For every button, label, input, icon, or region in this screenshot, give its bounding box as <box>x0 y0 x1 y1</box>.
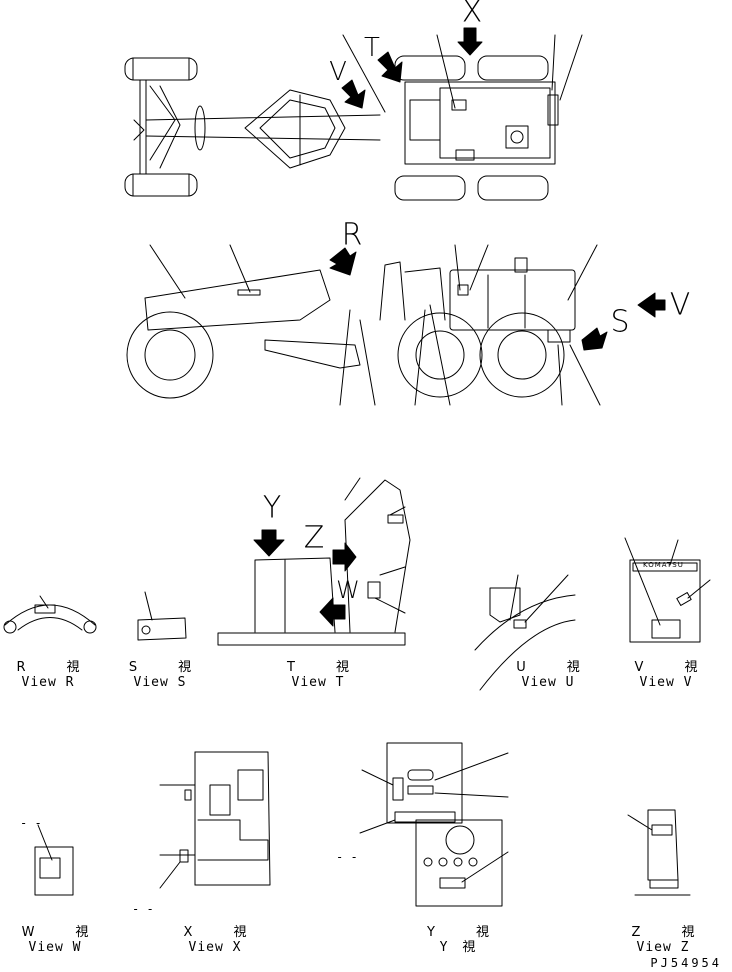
callout-t: T <box>364 33 380 63</box>
view-t-drawing <box>217 477 411 646</box>
view-y-caption: Y 視 Y 視 <box>413 925 503 955</box>
view-r-drawing <box>3 595 97 634</box>
view-t-en: View T <box>291 675 345 690</box>
view-r-jp: R 視 <box>16 660 94 675</box>
view-t-caption: T 視 View T <box>273 660 363 690</box>
view-u-drawing <box>474 574 576 691</box>
view-v-en: View V <box>639 675 693 690</box>
callout-w: W <box>336 576 360 604</box>
callout-r: R <box>341 217 363 253</box>
callout-v-side: V <box>669 287 691 323</box>
callout-x: X <box>461 0 483 30</box>
dash-mark: - - <box>20 816 42 830</box>
view-y-en: Y 視 <box>439 940 477 955</box>
view-r-caption: R 視 View R <box>2 660 93 690</box>
view-z-en: View Z <box>636 940 690 955</box>
view-w-caption: W 視 View W <box>8 925 103 955</box>
view-t-jp: T 視 <box>287 660 363 675</box>
view-z-jp: Z 視 <box>631 925 709 940</box>
view-x-drawing <box>159 751 271 889</box>
brand-text: KOMATSU <box>643 561 684 569</box>
dash-mark: - - <box>132 902 154 916</box>
view-u-jp: U 視 <box>516 660 594 675</box>
view-u-caption: U 視 View U <box>502 660 594 690</box>
callout-y: Y <box>262 490 282 526</box>
view-w-drawing <box>34 824 74 896</box>
view-r-en: View R <box>21 675 75 690</box>
view-x-en: View X <box>188 940 242 955</box>
view-x-caption: X 視 View X <box>170 925 261 955</box>
view-w-en: View W <box>28 940 82 955</box>
view-u-en: View U <box>521 675 575 690</box>
part-number: PJ54954 <box>650 956 722 970</box>
view-s-drawing <box>137 591 187 641</box>
dash-mark: - - <box>336 850 358 864</box>
view-v-jp: V 視 <box>634 660 712 675</box>
view-x-jp: X 視 <box>183 925 261 940</box>
view-s-en: View S <box>133 675 187 690</box>
callout-s: S <box>610 304 630 340</box>
view-z-caption: Z 視 View Z <box>618 925 709 955</box>
top-view-drawing <box>124 27 583 201</box>
view-y-jp: Y 視 <box>427 925 503 940</box>
view-v-drawing <box>624 537 711 643</box>
side-view-drawing <box>126 244 666 406</box>
view-v-caption: V 視 View V <box>621 660 712 690</box>
view-s-caption: S 視 View S <box>115 660 205 690</box>
callout-v-top: V <box>329 57 347 87</box>
view-y-drawing <box>359 742 509 907</box>
view-w-jp: W 視 <box>21 925 103 940</box>
view-s-jp: S 視 <box>128 660 206 675</box>
view-z-drawing <box>627 809 691 896</box>
callout-z: Z <box>303 520 325 556</box>
